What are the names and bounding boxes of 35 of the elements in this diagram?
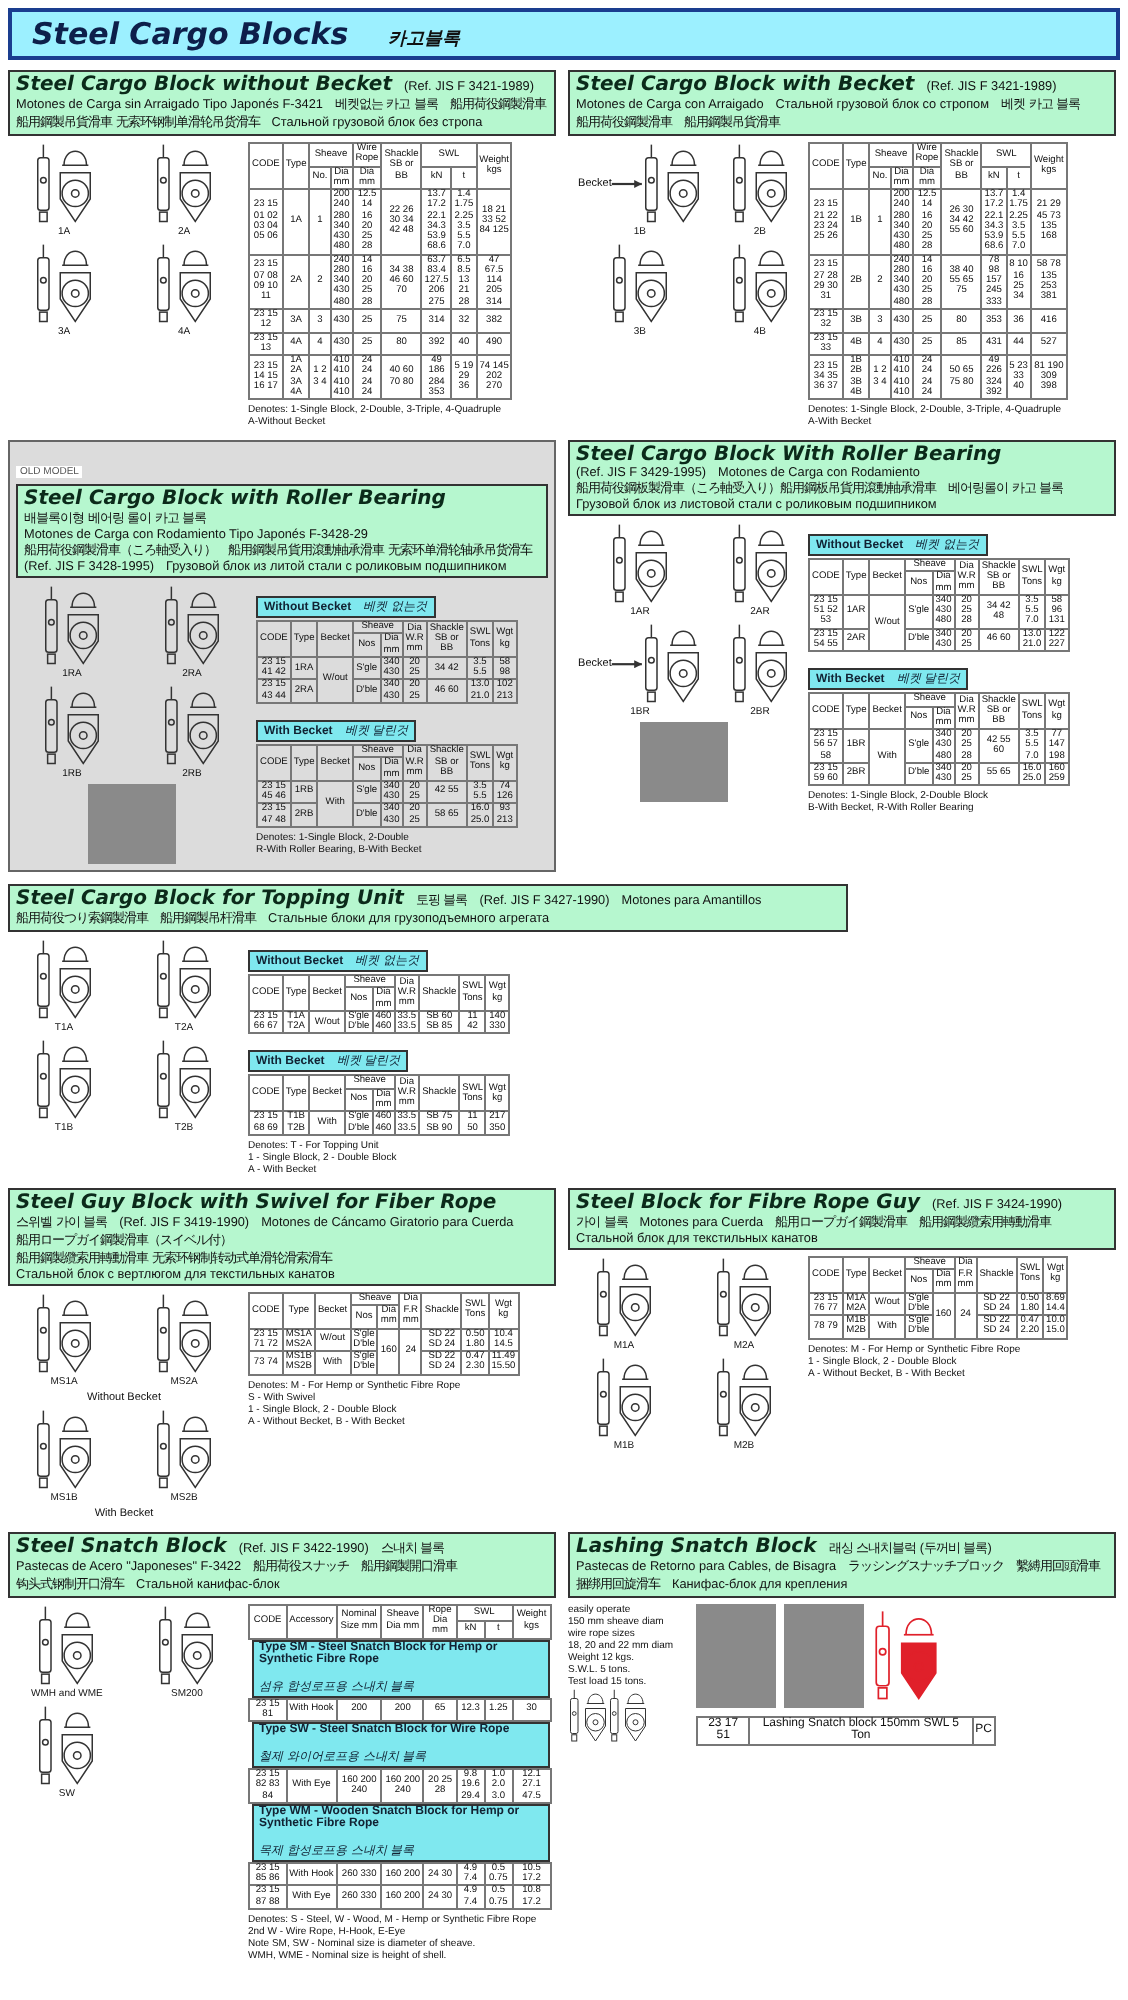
section-header-panel — [568, 1187, 1116, 1250]
table-band — [248, 950, 428, 973]
table-band — [248, 1050, 409, 1073]
section-header-panel — [8, 884, 848, 933]
section-heading: Steel Cargo Block With Roller Bearing — [576, 444, 1002, 467]
section-header-panel — [8, 1531, 556, 1598]
section-heading: Steel Cargo Block for Topping Unit — [16, 888, 404, 911]
page-subtitle: 카고블록 — [388, 28, 461, 52]
table-band — [251, 1722, 549, 1769]
becket-arrow — [611, 660, 643, 669]
section-header-panel — [568, 70, 1116, 136]
page-title: Steel Cargo Blocks — [32, 16, 349, 52]
section-heading: Steel Cargo Block without Becket — [16, 74, 392, 96]
pulley-block-drawing — [641, 142, 702, 226]
section-heading: Steel Block for Fibre Rope Guy — [576, 1191, 921, 1214]
section-heading: Steel Cargo Block with Roller Bearing — [24, 488, 446, 511]
table-band — [256, 596, 436, 619]
table-band — [251, 1803, 549, 1862]
table-band — [256, 719, 417, 742]
pulley-block-drawing — [641, 622, 702, 707]
title-banner — [8, 8, 1120, 60]
section-header-panel — [568, 440, 1116, 517]
section-heading: Steel Snatch Block — [16, 1535, 227, 1558]
table-band — [808, 534, 988, 557]
table-band — [808, 668, 969, 691]
section-header-panel — [8, 1187, 556, 1286]
old-model-panel — [8, 440, 556, 873]
section-header-panel — [568, 1531, 1116, 1598]
becket-arrow — [611, 180, 643, 188]
section-heading: Lashing Snatch Block — [576, 1535, 817, 1558]
section-heading: Steel Cargo Block with Becket — [576, 74, 915, 96]
section-header-panel — [8, 70, 556, 136]
section-heading: Steel Guy Block with Swivel for Fiber Rope — [16, 1191, 497, 1214]
section-header-panel — [16, 484, 548, 579]
table-band — [251, 1639, 549, 1698]
